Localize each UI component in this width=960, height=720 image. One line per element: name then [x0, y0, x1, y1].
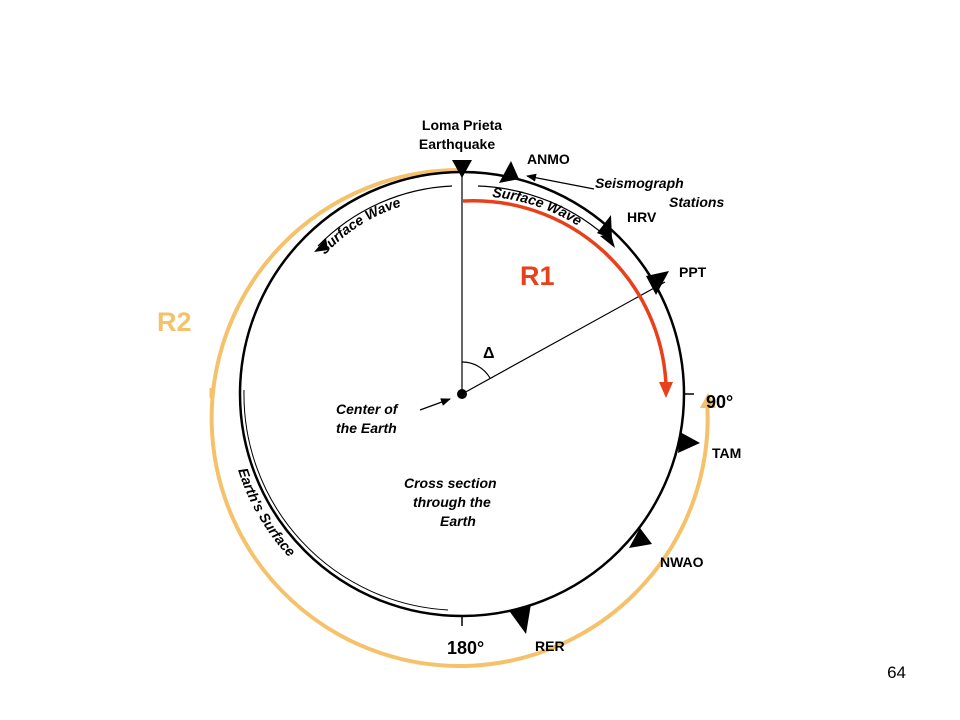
surface-wave-left-arrowhead — [314, 238, 328, 252]
station-anmo-marker — [499, 161, 519, 183]
r2-label: R2 — [157, 307, 192, 337]
epicenter-label-line2: Earthquake — [419, 136, 495, 152]
center-label-line1: Center of — [336, 401, 399, 417]
station-nwao-marker — [629, 528, 652, 548]
delta-symbol: Δ — [483, 345, 495, 362]
r2-arrowhead — [700, 393, 716, 408]
degree-90-label: 90° — [706, 392, 733, 412]
station-hrv-marker — [597, 215, 612, 239]
seismograph-label-line2: Stations — [669, 194, 724, 210]
r1-arrowhead — [659, 382, 673, 398]
earths-surface-arc — [243, 389, 449, 611]
station-rer-marker — [510, 604, 531, 634]
delta-angle-arc — [461, 361, 491, 379]
surface-wave-left-arc — [317, 185, 453, 247]
surface-wave-left-label: Surface Wave — [316, 194, 403, 257]
surface-wave-right-label: Surface Wave — [492, 184, 585, 229]
surface-wave-left-text: Surface Wave — [316, 194, 403, 257]
station-ppt-marker — [646, 271, 669, 295]
seismograph-label-line1: Seismograph — [595, 175, 684, 191]
station-tam-marker — [678, 432, 700, 453]
seismograph-pointer — [526, 173, 595, 190]
r1-path-arc — [462, 198, 668, 386]
station-anmo-label: ANMO — [527, 151, 570, 167]
station-nwao-label: NWAO — [660, 554, 704, 570]
center-dot — [457, 389, 467, 399]
cross-section-label-line2: through the — [413, 494, 491, 510]
epicenter-marker — [452, 160, 472, 178]
station-ppt-label: PPT — [679, 264, 707, 280]
surface-wave-right-text: Surface Wave — [492, 184, 585, 229]
degree-180-label: 180° — [447, 638, 484, 658]
r1-label: R1 — [520, 261, 555, 291]
station-tam-label: TAM — [712, 445, 741, 461]
page-number: 64 — [887, 663, 906, 682]
radius-to-ppt — [461, 281, 666, 395]
cross-section-label-line1: Cross section — [404, 475, 497, 491]
cross-section-label-line3: Earth — [440, 513, 476, 529]
epicenter-label-line1: Loma Prieta — [422, 117, 502, 133]
station-rer-label: RER — [535, 638, 565, 654]
station-hrv-label: HRV — [627, 209, 657, 225]
center-label-line2: the Earth — [336, 420, 397, 436]
r2-path-arc — [209, 168, 710, 668]
center-pointer — [419, 398, 451, 411]
